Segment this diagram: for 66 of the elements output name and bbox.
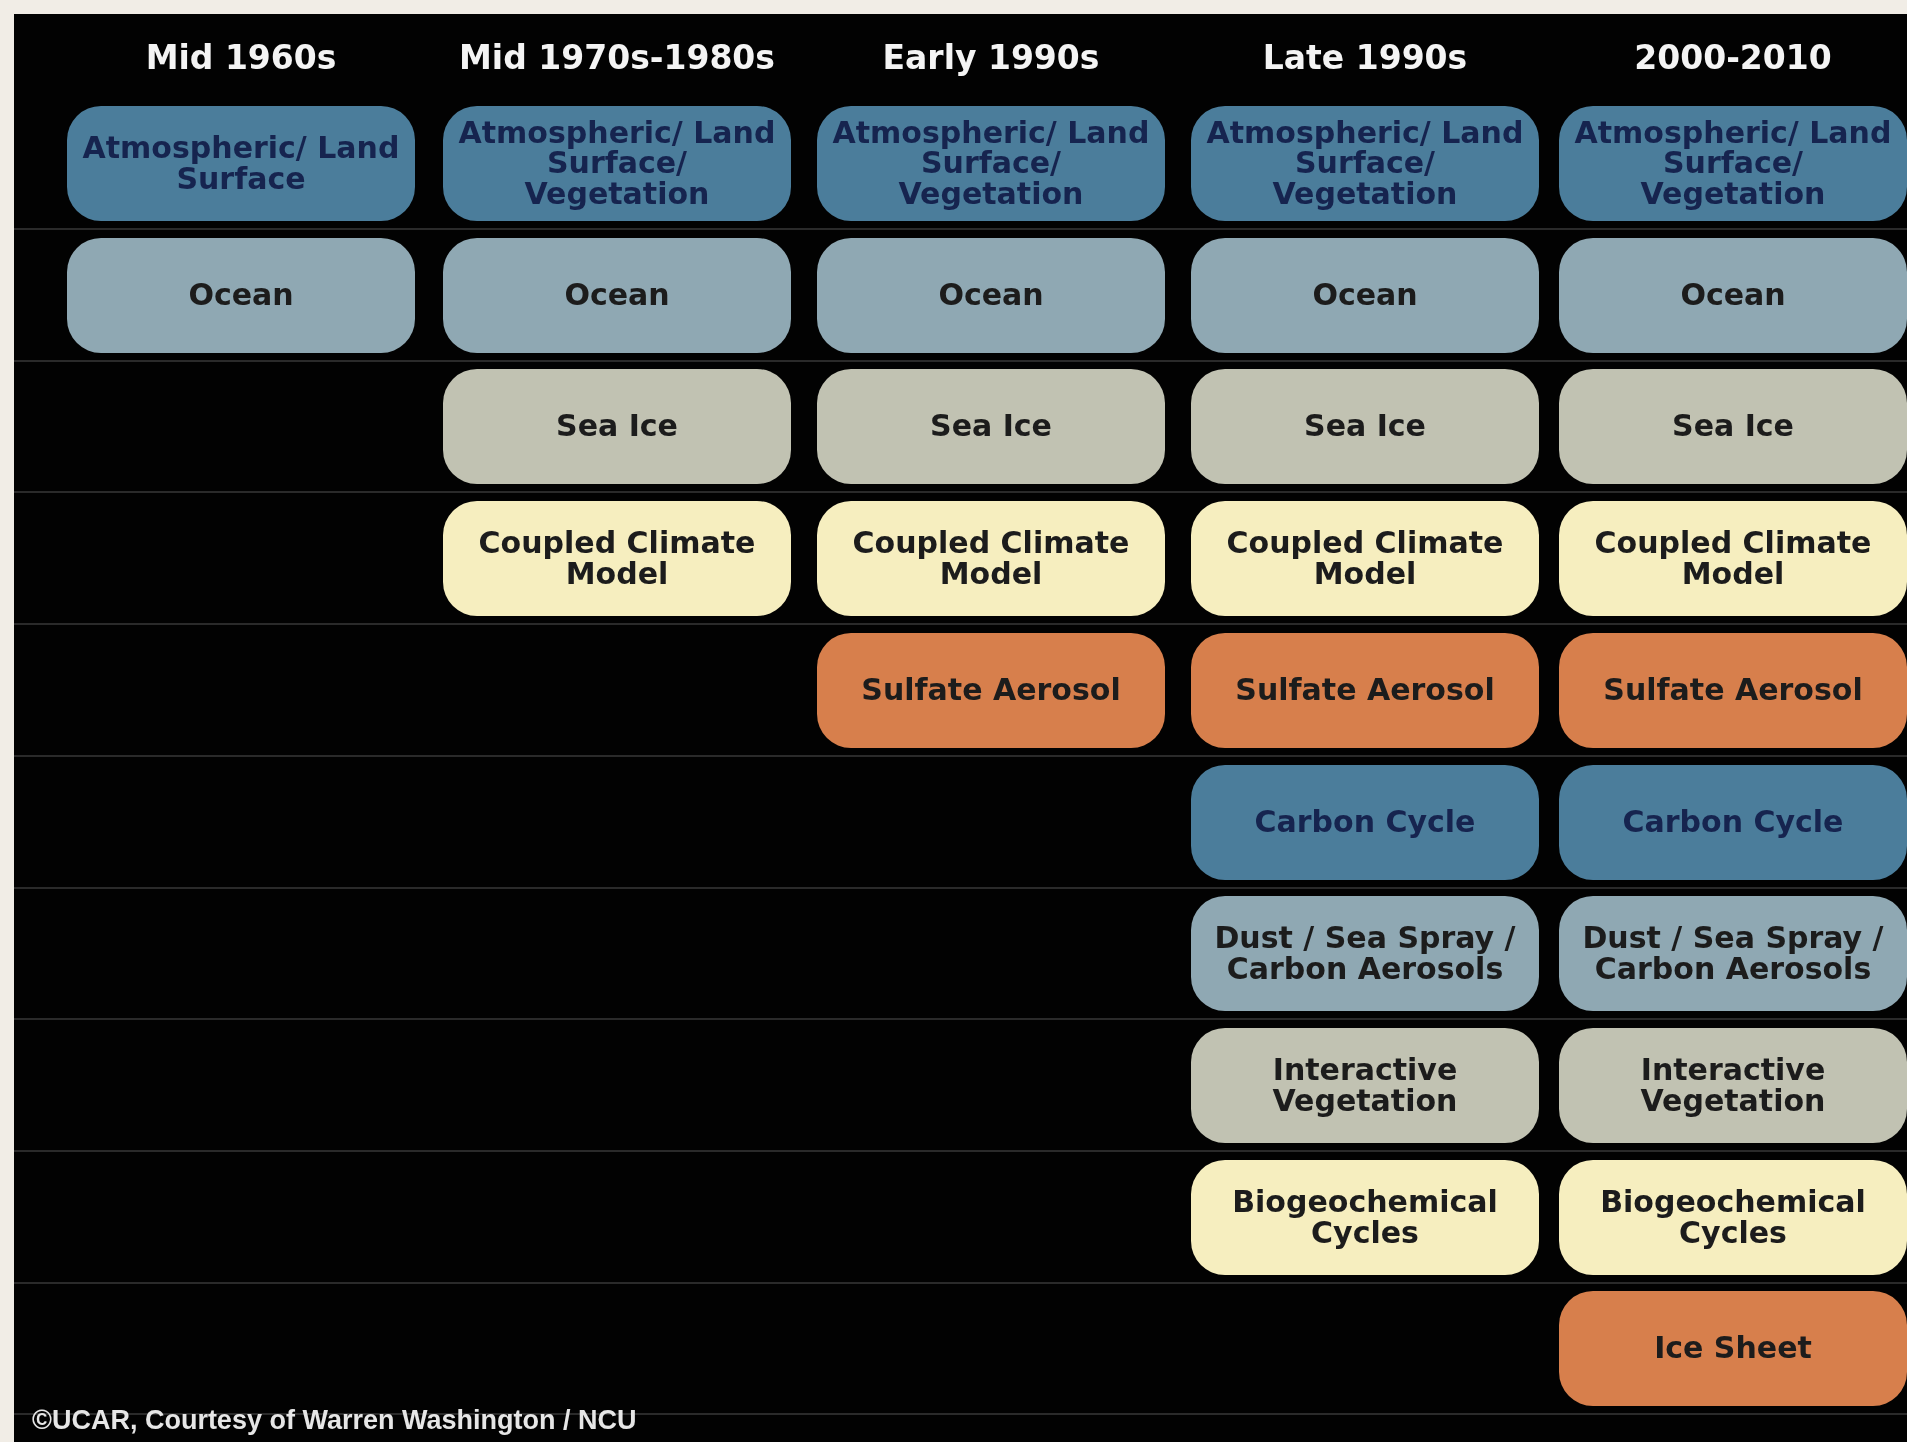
model-component-box xyxy=(443,369,791,484)
model-component-box xyxy=(1191,501,1539,616)
component-label: Ice Sheet xyxy=(1653,1333,1813,1364)
component-label: Sulfate Aerosol xyxy=(1602,675,1864,706)
component-label: Sea Ice xyxy=(1303,411,1427,442)
model-component-box xyxy=(1191,765,1539,880)
column-heading: Early 1990s xyxy=(881,38,1101,77)
component-label: Dust / Sea Spray / Carbon Aerosols xyxy=(1213,922,1517,985)
component-label: Carbon Cycle xyxy=(1621,807,1845,838)
component-label: Atmospheric/ Land Surface/ Vegetation xyxy=(1205,117,1525,210)
column-heading: 2000-2010 xyxy=(1633,38,1833,77)
component-label: Ocean xyxy=(1679,280,1787,311)
model-component-box xyxy=(1559,896,1907,1011)
model-component-box xyxy=(1191,1028,1539,1143)
component-label: Atmospheric/ Land Surface xyxy=(81,132,401,195)
model-component-box xyxy=(817,633,1165,748)
model-component-box xyxy=(1559,633,1907,748)
component-label: Atmospheric/ Land Surface/ Vegetation xyxy=(1573,117,1893,210)
component-label: Ocean xyxy=(563,280,671,311)
model-component-box xyxy=(1559,501,1907,616)
model-component-box xyxy=(443,238,791,353)
column-heading: Mid 1960s xyxy=(144,38,338,77)
component-label: Sea Ice xyxy=(929,411,1053,442)
model-component-box xyxy=(817,106,1165,221)
model-component-box xyxy=(1559,1291,1907,1406)
component-label: Sulfate Aerosol xyxy=(1234,675,1496,706)
model-component-box xyxy=(443,501,791,616)
component-label: Coupled Climate Model xyxy=(477,527,757,590)
component-label: Carbon Cycle xyxy=(1253,807,1477,838)
component-label: Coupled Climate Model xyxy=(1593,527,1873,590)
model-component-box xyxy=(1559,1160,1907,1275)
component-label: Biogeochemical Cycles xyxy=(1599,1186,1867,1249)
model-component-box xyxy=(817,238,1165,353)
component-label: Ocean xyxy=(187,280,295,311)
component-label: Coupled Climate Model xyxy=(1225,527,1505,590)
credit-line: ©UCAR, Courtesy of Warren Washington / NCU xyxy=(32,1405,637,1436)
component-label: Biogeochemical Cycles xyxy=(1231,1186,1499,1249)
component-label: Sulfate Aerosol xyxy=(860,675,1122,706)
component-label: Atmospheric/ Land Surface/ Vegetation xyxy=(457,117,777,210)
component-label: Coupled Climate Model xyxy=(851,527,1131,590)
model-component-box xyxy=(1559,238,1907,353)
model-component-box xyxy=(1559,1028,1907,1143)
model-component-box xyxy=(1559,369,1907,484)
component-label: Interactive Vegetation xyxy=(1271,1054,1459,1117)
model-component-box xyxy=(1559,106,1907,221)
component-label: Sea Ice xyxy=(555,411,679,442)
model-component-box xyxy=(67,238,415,353)
component-label: Ocean xyxy=(1311,280,1419,311)
column-heading: Late 1990s xyxy=(1261,38,1469,77)
model-component-box xyxy=(1191,106,1539,221)
component-label: Ocean xyxy=(937,280,1045,311)
column-heading: Mid 1970s-1980s xyxy=(458,38,776,77)
model-component-box xyxy=(67,106,415,221)
component-label: Sea Ice xyxy=(1671,411,1795,442)
model-component-box xyxy=(817,501,1165,616)
model-component-box xyxy=(443,106,791,221)
model-component-box xyxy=(1191,896,1539,1011)
component-label: Interactive Vegetation xyxy=(1639,1054,1827,1117)
component-label: Dust / Sea Spray / Carbon Aerosols xyxy=(1581,922,1885,985)
model-component-box xyxy=(1191,1160,1539,1275)
model-component-box xyxy=(1191,238,1539,353)
component-label: Atmospheric/ Land Surface/ Vegetation xyxy=(831,117,1151,210)
model-component-box xyxy=(1191,369,1539,484)
model-component-box xyxy=(1559,765,1907,880)
model-component-box xyxy=(817,369,1165,484)
model-component-box xyxy=(1191,633,1539,748)
